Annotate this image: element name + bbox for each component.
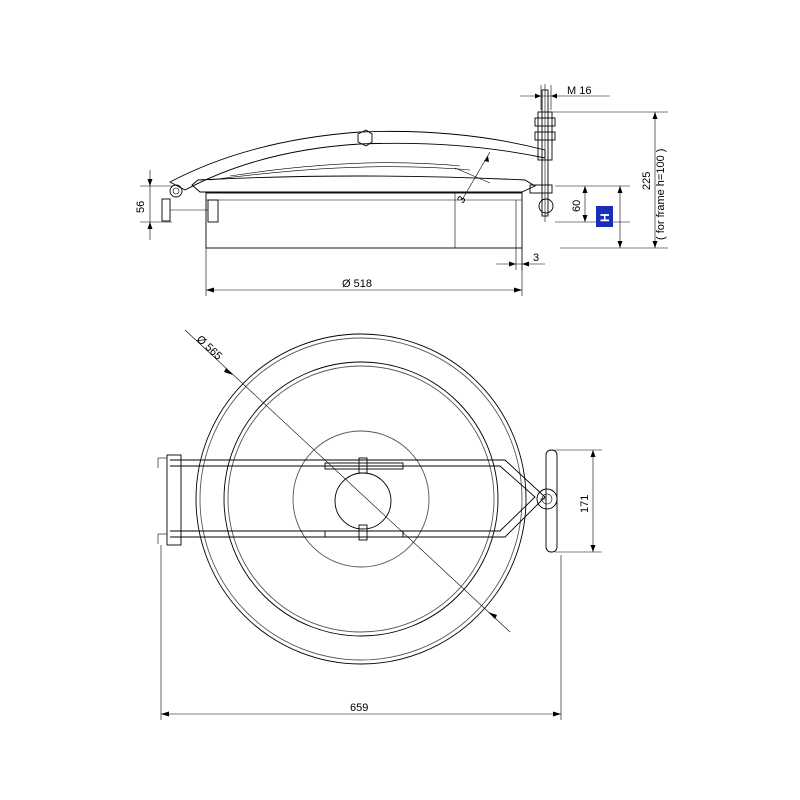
dim-total-height: 225 ( for frame h=100 ) <box>552 111 668 249</box>
hex-nut <box>357 129 373 147</box>
dim-offset: 3 <box>496 248 545 270</box>
h-badge <box>596 206 613 227</box>
label-h: H <box>598 213 612 222</box>
lid-dome <box>292 430 430 568</box>
dim-diameter-565: Ø 565 <box>184 329 511 633</box>
handwheel <box>536 449 558 553</box>
dim-diameter-518: Ø 518 <box>205 248 523 296</box>
label-56: 56 <box>135 201 147 213</box>
center-hub <box>334 472 392 530</box>
label-frame-note: ( for frame h=100 ) <box>655 149 667 240</box>
label-518: Ø 518 <box>342 278 372 290</box>
label-659: 659 <box>350 702 368 714</box>
label-171: 171 <box>579 495 591 513</box>
dim-angle: 3 <box>455 151 491 206</box>
side-view: M 16 225 ( for frame h=100 ) 60 H <box>135 84 668 296</box>
label-offset-3: 3 <box>533 252 539 264</box>
top-view: Ø 565 171 659 <box>157 329 602 720</box>
crossbar <box>170 457 546 541</box>
dim-171: 171 <box>555 449 602 553</box>
label-565: Ø 565 <box>194 333 224 362</box>
clamp-bolt <box>529 84 556 222</box>
label-angle-3: 3 <box>455 194 468 205</box>
hinge-pin <box>169 184 183 198</box>
hinge-plate <box>157 454 182 546</box>
outer-flange <box>195 333 527 665</box>
dim-height-60: 60 H <box>555 185 630 248</box>
lid-rim <box>223 361 499 637</box>
dim-thread: M 16 <box>520 85 610 110</box>
frame-body <box>205 192 523 249</box>
label-225: 225 <box>641 172 653 190</box>
lid-flange <box>191 175 536 193</box>
label-thread: M 16 <box>567 85 591 97</box>
dim-height-56: 56 <box>135 170 172 240</box>
dim-659: 659 <box>160 545 562 720</box>
label-60: 60 <box>571 200 583 212</box>
